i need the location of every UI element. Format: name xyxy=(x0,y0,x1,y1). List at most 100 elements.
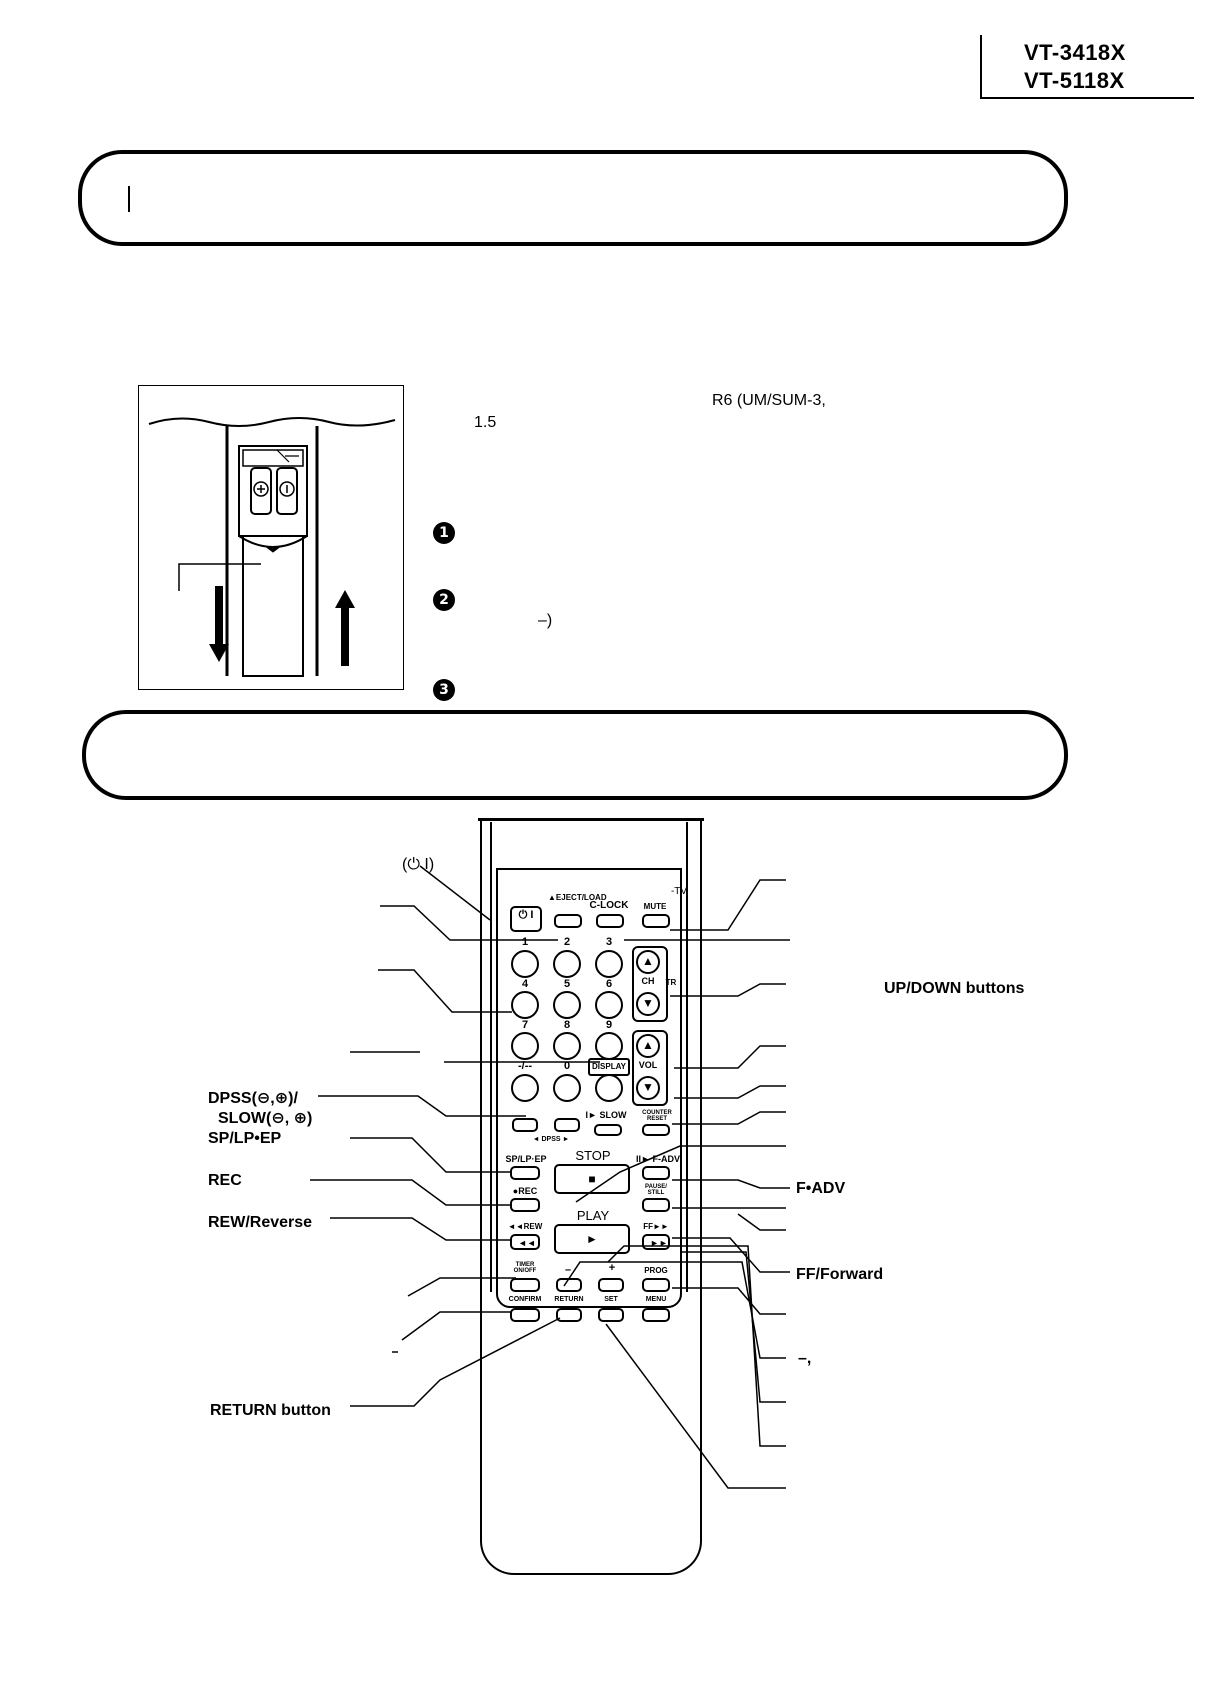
digit-dash-button[interactable] xyxy=(511,1074,539,1102)
dpss-minus-button[interactable] xyxy=(512,1118,538,1132)
counter-reset-label: COUNTER RESET xyxy=(642,1110,672,1122)
rec-label: ●REC xyxy=(512,1186,538,1196)
confirm-button[interactable] xyxy=(510,1308,540,1322)
digit-4-label: 4 xyxy=(521,978,529,990)
rew-label: ◄◄REW xyxy=(507,1222,543,1231)
volume-down-button[interactable]: ▼ xyxy=(636,1076,660,1100)
pause-still-button[interactable] xyxy=(642,1198,670,1212)
sp-lp-ep-button[interactable] xyxy=(510,1166,540,1180)
digit-6-button[interactable] xyxy=(595,991,623,1019)
digit-5-label: 5 xyxy=(563,978,571,990)
remote-inner-edge-right xyxy=(686,822,688,1292)
digit-2-button[interactable] xyxy=(553,950,581,978)
model-number-1: VT-3418X xyxy=(1024,40,1126,65)
set-label: SET xyxy=(604,1296,618,1303)
c-lock-label: C-LOCK xyxy=(589,900,629,911)
digit-8-label: 8 xyxy=(563,1019,571,1031)
battery-voltage-text: 1.5 xyxy=(474,414,497,431)
battery-figure xyxy=(138,385,404,690)
battery-type-text: R6 (UM/SUM-3, xyxy=(712,392,826,409)
dpss-plus-button[interactable] xyxy=(554,1118,580,1132)
step-2-marker: 2 xyxy=(433,589,455,611)
digit-3-button[interactable] xyxy=(595,950,623,978)
channel-up-button[interactable]: ▲ xyxy=(636,950,660,974)
ch-label: CH xyxy=(641,976,655,986)
f-adv-callout-label: F•ADV xyxy=(796,1180,846,1197)
digit-0-label: 0 xyxy=(563,1060,571,1072)
mute-button[interactable] xyxy=(642,914,670,928)
rec-callout-label: REC xyxy=(208,1172,242,1189)
return-callout-label: RETURN button xyxy=(210,1402,331,1419)
counter-reset-button[interactable] xyxy=(642,1124,670,1136)
up-down-callout-label: UP/DOWN buttons xyxy=(884,980,1025,997)
play-label: PLAY xyxy=(576,1208,610,1223)
tv-label: -TV xyxy=(670,886,688,897)
power-button-label: ⏻ I xyxy=(518,909,534,921)
ff-label: FF►► xyxy=(643,1222,669,1231)
return-label: RETURN xyxy=(554,1296,584,1303)
digit-0-button[interactable] xyxy=(553,1074,581,1102)
digit-5-button[interactable] xyxy=(553,991,581,1019)
rew-button[interactable]: ◄◄ xyxy=(510,1234,540,1250)
slow-button[interactable] xyxy=(594,1124,622,1136)
remote-keypad-panel xyxy=(496,868,682,1308)
remote-top-edge xyxy=(478,818,704,821)
menu-button[interactable] xyxy=(642,1308,670,1322)
c-lock-button[interactable] xyxy=(596,914,624,928)
ff-callout-label: FF/Forward xyxy=(796,1266,884,1283)
rec-button[interactable] xyxy=(510,1198,540,1212)
model-number-2: VT-5118X xyxy=(1024,68,1125,93)
tr-label: TR xyxy=(665,978,677,987)
digit-6-label: 6 xyxy=(605,978,613,990)
digit-1-label: 1 xyxy=(521,936,529,948)
digit-2-label: 2 xyxy=(563,936,571,948)
minus-callout-label: –, xyxy=(798,1350,812,1367)
slow-label: I► SLOW xyxy=(585,1110,627,1120)
minus-label: – xyxy=(564,1264,572,1276)
digit-9-label: 9 xyxy=(605,1019,613,1031)
stop-button[interactable]: ■ xyxy=(554,1164,630,1194)
digit-7-button[interactable] xyxy=(511,1032,539,1060)
digit-8-button[interactable] xyxy=(553,1032,581,1060)
volume-up-button[interactable]: ▲ xyxy=(636,1034,660,1058)
plus-button[interactable] xyxy=(598,1278,624,1292)
banner-text-cursor xyxy=(128,186,130,212)
f-adv-button[interactable] xyxy=(642,1166,670,1180)
remote-control-body xyxy=(480,820,702,1575)
digit-3-label: 3 xyxy=(605,936,613,948)
dpss-label: ◄ DPSS ► xyxy=(532,1136,570,1143)
battery-compartment-illustration xyxy=(148,417,396,677)
channel-down-button[interactable]: ▼ xyxy=(636,992,660,1016)
sp-lp-ep-callout-label: SP/LP•EP xyxy=(208,1130,282,1147)
display-button[interactable] xyxy=(595,1074,623,1102)
section-banner-battery xyxy=(78,150,1068,246)
pause-still-label: PAUSE/ STILL xyxy=(645,1184,667,1196)
plus-label: + xyxy=(608,1262,616,1274)
menu-label: MENU xyxy=(645,1296,667,1303)
slow-callout-label: SLOW(⊖, ⊕) xyxy=(218,1110,313,1127)
return-button[interactable] xyxy=(556,1308,582,1322)
eject-load-button[interactable] xyxy=(554,914,582,928)
step-2-fragment: –) xyxy=(538,612,553,629)
digit-1-button[interactable] xyxy=(511,950,539,978)
timer-onoff-button[interactable] xyxy=(510,1278,540,1292)
remote-inner-edge-left xyxy=(490,822,492,1292)
vol-label: VOL xyxy=(638,1060,658,1070)
prog-label: PROG xyxy=(644,1266,668,1275)
eject-load-label: ▲EJECT/LOAD xyxy=(548,893,607,902)
play-button[interactable]: ► xyxy=(554,1224,630,1254)
power-button[interactable]: ⏻ I xyxy=(510,906,542,932)
digit-4-button[interactable] xyxy=(511,991,539,1019)
stop-label: STOP xyxy=(575,1148,611,1163)
confirm-label: CONFIRM xyxy=(508,1296,542,1303)
sp-lp-ep-label: SP/LP·EP xyxy=(505,1154,547,1164)
digit-7-label: 7 xyxy=(521,1019,529,1031)
prog-button[interactable] xyxy=(642,1278,670,1292)
rew-callout-label: REW/Reverse xyxy=(208,1214,313,1231)
set-button[interactable] xyxy=(598,1308,624,1322)
dpss-callout-label: DPSS(⊖,⊕)/ xyxy=(208,1090,298,1107)
timer-onoff-label: TIMER ON/OFF xyxy=(513,1262,537,1274)
model-number-block: VT-3418X VT-5118X xyxy=(980,35,1194,99)
step-3-marker: 3 xyxy=(433,679,455,701)
